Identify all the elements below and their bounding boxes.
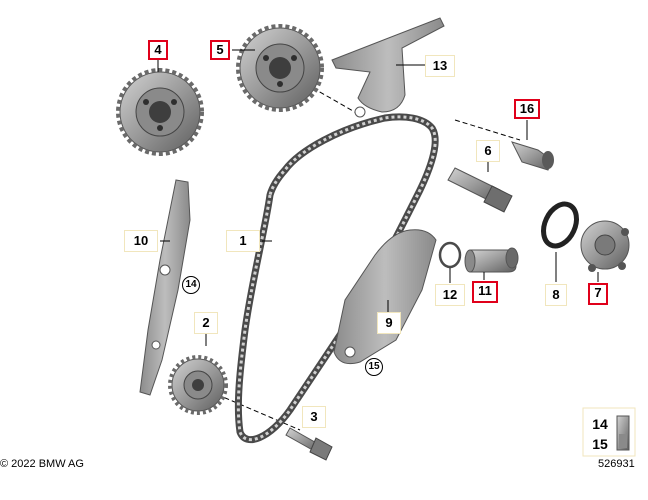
legend-bolt-icon <box>616 415 630 451</box>
callout-5: 5 <box>210 40 230 60</box>
callout-7: 7 <box>588 283 608 305</box>
callout-3: 3 <box>302 406 326 428</box>
callout-12: 12 <box>435 284 465 306</box>
callout-11: 11 <box>472 281 498 303</box>
sprocket-4 <box>116 68 204 156</box>
callout-9: 9 <box>377 312 401 334</box>
legend-box <box>582 407 636 457</box>
callout-16: 16 <box>514 99 540 119</box>
callout-10: 10 <box>124 230 158 252</box>
callout-4: 4 <box>148 40 168 60</box>
callout-13: 13 <box>425 55 455 77</box>
tensioner-rail-10 <box>139 179 191 396</box>
leader-lines <box>157 49 599 426</box>
callout-2: 2 <box>194 312 218 334</box>
bolt-3 <box>285 427 333 461</box>
guide-rail-9 <box>333 229 437 365</box>
cover-7 <box>580 220 630 272</box>
copyright-text: © 2022 BMW AG <box>0 458 84 470</box>
sensor-16 <box>511 141 554 171</box>
legend-label-14: 14 <box>588 414 612 434</box>
chain-tensioner-11 <box>464 247 519 273</box>
callout-8: 8 <box>545 284 567 306</box>
callout-1: 1 <box>226 230 260 252</box>
legend-label-15: 15 <box>588 434 612 454</box>
diagram-number: 526931 <box>598 458 635 470</box>
circled-callout-14: 14 <box>182 276 200 294</box>
circled-callout-15: 15 <box>365 358 383 376</box>
o-ring-12 <box>438 241 462 269</box>
bolt-6 <box>447 167 513 213</box>
sprocket-2 <box>168 355 228 415</box>
sealing-ring-8 <box>541 201 579 249</box>
sprocket-5 <box>236 24 324 112</box>
guide-rail-13 <box>331 17 445 118</box>
callout-6: 6 <box>476 140 500 162</box>
